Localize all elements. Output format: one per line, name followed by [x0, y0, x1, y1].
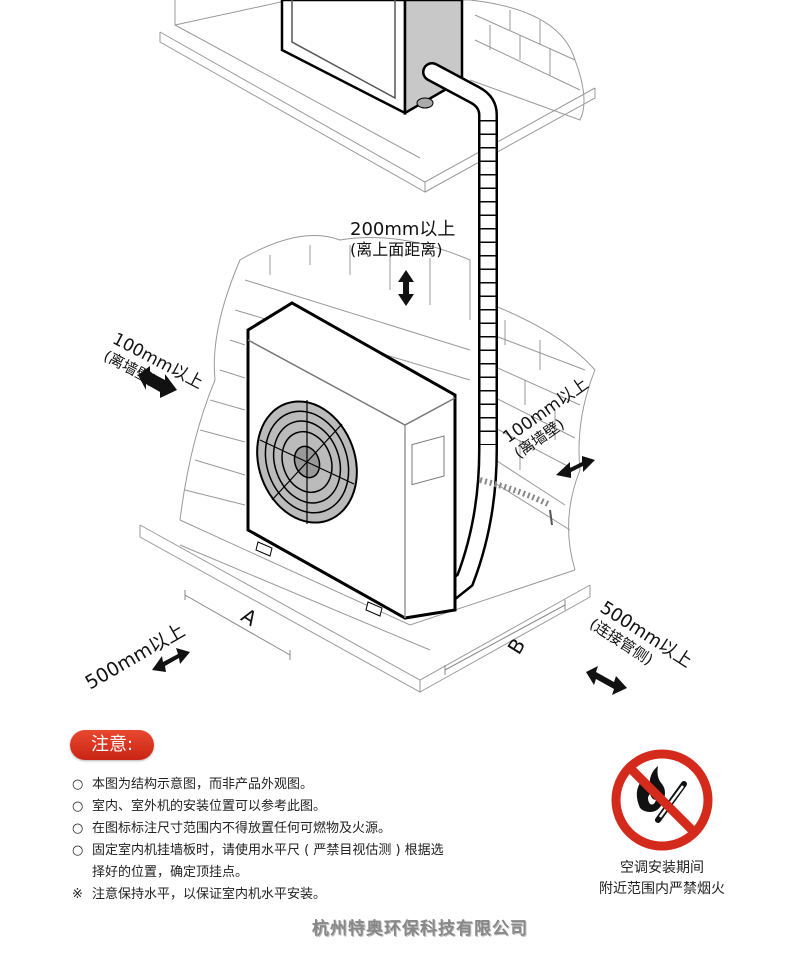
refrigerant-pipe: [422, 62, 553, 610]
notice-text-continued: 择好的位置，确定顶挂点。: [92, 865, 249, 880]
left-clearance-arrow: [138, 366, 177, 398]
reference-mark-icon: ※: [72, 887, 83, 902]
top-clearance-label: 200mm以上 (离上面距离): [350, 219, 456, 259]
notice-item: ○ 本图为结构示意图，而非产品外观图。: [72, 774, 512, 796]
rear-clearance-arrow: [586, 666, 627, 695]
lower-slab: [139, 519, 591, 693]
notice-list: ○ 本图为结构示意图，而非产品外观图。 ○ 室内、室外机的安装位置可以参考此图。…: [72, 774, 512, 906]
notice-badge: 注意:: [70, 730, 154, 760]
no-fire-icon: [611, 749, 713, 851]
notice-item: ○ 室内、室外机的安装位置可以参考此图。: [72, 796, 512, 818]
warning-caption-line1: 空调安装期间: [620, 860, 704, 876]
indoor-unit: [280, 0, 464, 116]
right-clearance-arrow: [556, 456, 595, 478]
fan-grille: [256, 400, 358, 524]
installation-diagram: [138, 0, 627, 695]
lower-brick-wall: [179, 235, 596, 571]
notice-item: ○ 在图标标注尺寸范围内不得放置任何可燃物及火源。: [72, 818, 512, 840]
circle-bullet-icon: ○: [72, 821, 84, 836]
notice-text: 室内、室外机的安装位置可以参考此图。: [92, 799, 327, 814]
warning-caption-line2: 附近范围内严禁烟火: [599, 881, 725, 897]
dimension-lines: [184, 590, 566, 675]
notice-text: 在图标标注尺寸范围内不得放置任何可燃物及火源。: [92, 821, 392, 836]
circle-bullet-icon: ○: [72, 843, 84, 858]
front-clearance-arrow: [152, 648, 190, 672]
notice-text: 固定室内机挂墙板时，请使用水平尺 ( 严禁目视估测 ) 根据选: [92, 843, 444, 858]
outdoor-unit: [246, 301, 457, 620]
warning-caption: 空调安装期间 附近范围内严禁烟火: [580, 858, 744, 900]
notice-item: ※ 注意保持水平，以保证室内机水平安装。: [72, 884, 512, 906]
top-clearance-note: (离上面距离): [350, 239, 443, 259]
top-clearance-arrow: [398, 270, 414, 306]
notice-text: 本图为结构示意图，而非产品外观图。: [92, 777, 314, 792]
company-name: 杭州特奥环保科技有限公司: [312, 919, 528, 939]
notice-item: ○ 固定室内机挂墙板时，请使用水平尺 ( 严禁目视估测 ) 根据选 择好的位置，…: [72, 840, 512, 884]
circle-bullet-icon: ○: [72, 777, 84, 792]
top-clearance-value: 200mm以上: [350, 219, 456, 240]
circle-bullet-icon: ○: [72, 799, 84, 814]
notice-text: 注意保持水平，以保证室内机水平安装。: [92, 887, 327, 902]
